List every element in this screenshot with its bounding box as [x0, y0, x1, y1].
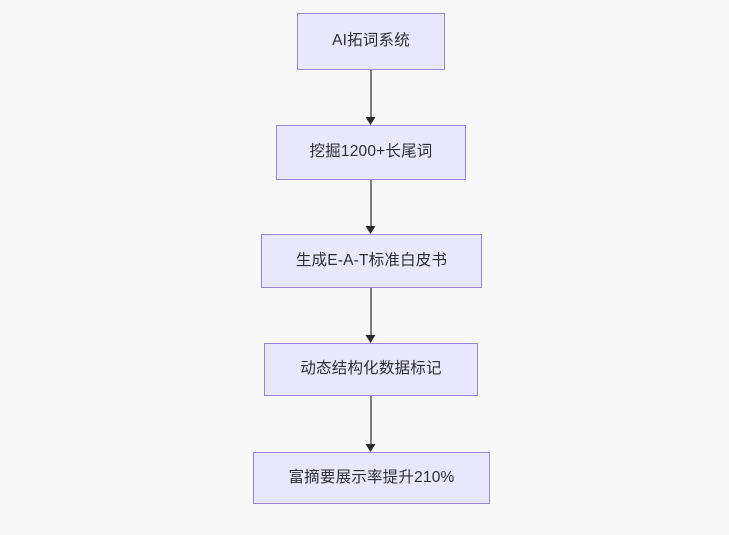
arrowhead-icon: [365, 226, 376, 234]
flow-node-longtail-mining[interactable]: 挖掘1200+长尾词: [276, 125, 466, 180]
arrowhead-icon: [365, 335, 376, 343]
flow-node-label: 挖掘1200+长尾词: [309, 143, 433, 161]
arrowhead-icon: [365, 117, 376, 125]
flow-node-eat-whitepaper[interactable]: 生成E-A-T标准白皮书: [261, 234, 482, 288]
edge-line: [370, 396, 372, 444]
edge-line: [370, 70, 372, 117]
edge-line: [370, 288, 372, 335]
flow-node-ai-keyword-system[interactable]: AI拓词系统: [297, 13, 445, 70]
edge-line: [370, 180, 372, 226]
flow-node-structured-data-markup[interactable]: 动态结构化数据标记: [264, 343, 478, 396]
flow-node-label: 动态结构化数据标记: [300, 360, 442, 378]
flow-node-label: 生成E-A-T标准白皮书: [295, 251, 448, 269]
flow-node-label: 富摘要展示率提升210%: [288, 468, 455, 486]
arrowhead-icon: [365, 444, 376, 452]
flow-node-rich-snippet-result[interactable]: 富摘要展示率提升210%: [253, 452, 490, 504]
flow-node-label: AI拓词系统: [332, 32, 410, 50]
